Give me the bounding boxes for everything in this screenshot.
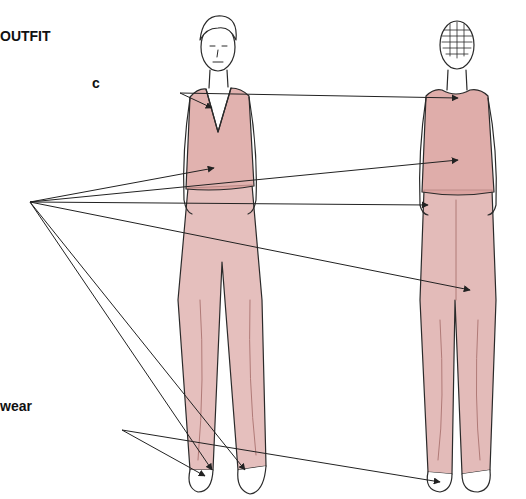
callout-label: wear: [0, 398, 32, 414]
neck: [447, 70, 467, 90]
v-neckline: [206, 88, 231, 132]
leader-line: [180, 93, 212, 108]
back-figure: [420, 21, 497, 492]
neck: [209, 70, 228, 88]
leader-line: [30, 202, 470, 290]
hair: [200, 16, 236, 40]
leader-line: [30, 168, 214, 202]
face: [210, 46, 227, 62]
heading-label: OUTFIT: [0, 28, 51, 44]
pants-seam: [438, 200, 480, 460]
back-pants: [420, 190, 496, 474]
hair-hatching: [442, 22, 472, 58]
back-tank-top: [422, 90, 494, 195]
leader-line: [30, 202, 428, 205]
right-foot: [462, 470, 490, 492]
right-foot: [238, 466, 266, 494]
leader-lines: [30, 93, 470, 482]
right-arm: [248, 97, 256, 214]
left-arm: [184, 98, 192, 214]
front-pants: [178, 185, 266, 470]
front-figure: [178, 16, 266, 494]
pants-fold: [198, 300, 256, 460]
head: [440, 21, 474, 69]
leader-line: [30, 202, 212, 470]
callout-label: c: [92, 75, 100, 91]
leader-line: [30, 202, 245, 470]
leader-line: [180, 93, 458, 98]
leader-line: [30, 160, 458, 202]
front-tank-top: [186, 88, 254, 190]
right-arm: [488, 98, 496, 215]
leader-line: [122, 430, 440, 482]
left-arm: [420, 98, 428, 215]
